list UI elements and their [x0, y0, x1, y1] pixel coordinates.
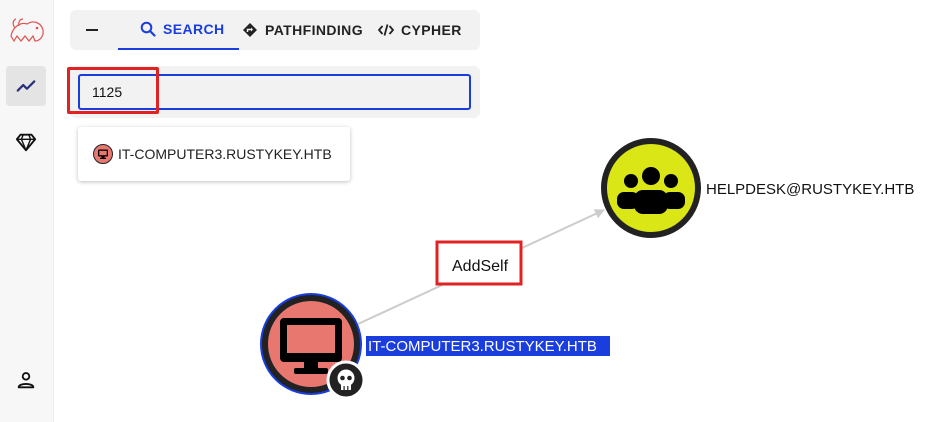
- tab-cypher[interactable]: CYPHER: [378, 10, 478, 50]
- result-item-label: IT-COMPUTER3.RUSTYKEY.HTB: [118, 146, 332, 162]
- result-item[interactable]: IT-COMPUTER3.RUSTYKEY.HTB: [78, 127, 350, 181]
- group-node[interactable]: [601, 138, 701, 238]
- skull-badge-icon: [326, 360, 366, 400]
- person-icon: [17, 372, 35, 389]
- group-icon: [617, 167, 685, 214]
- computer-icon: [280, 318, 342, 374]
- tab-pathfinding[interactable]: PATHFINDING: [242, 10, 372, 50]
- computer-node[interactable]: [260, 293, 366, 400]
- computer-icon: [93, 144, 113, 164]
- computer-node-label: IT-COMPUTER3.RUSTYKEY.HTB: [366, 336, 610, 356]
- directions-diamond-icon: [243, 23, 257, 37]
- diamond-view-button[interactable]: [6, 122, 46, 162]
- tab-pathfinding-label: PATHFINDING: [265, 22, 363, 38]
- tab-cypher-label: CYPHER: [401, 22, 462, 38]
- gem-icon: [15, 133, 37, 152]
- edge-label-text: AddSelf: [452, 258, 509, 275]
- code-icon: [378, 24, 394, 36]
- trend-line-icon: [16, 80, 36, 92]
- svg-text:IT-COMPUTER3.RUSTYKEY.HTB: IT-COMPUTER3.RUSTYKEY.HTB: [368, 338, 597, 355]
- edge-label-addself[interactable]: AddSelf: [437, 242, 521, 284]
- search-results-dropdown: IT-COMPUTER3.RUSTYKEY.HTB: [78, 127, 350, 181]
- bloodhound-logo-icon: [10, 18, 44, 43]
- search-icon: [140, 21, 156, 37]
- left-rail: [0, 0, 54, 422]
- tab-search-label: SEARCH: [163, 21, 225, 37]
- search-panel: SEARCH PATHFINDING CYPHER: [70, 10, 480, 50]
- minus-icon: [86, 29, 98, 31]
- tab-search[interactable]: SEARCH: [118, 10, 239, 50]
- query-area: [70, 66, 480, 118]
- search-input[interactable]: [78, 74, 471, 110]
- user-profile-button[interactable]: [6, 360, 46, 400]
- graph-view-button[interactable]: [6, 66, 46, 106]
- group-node-label: HELPDESK@RUSTYKEY.HTB: [706, 181, 914, 198]
- collapse-button[interactable]: [70, 10, 114, 50]
